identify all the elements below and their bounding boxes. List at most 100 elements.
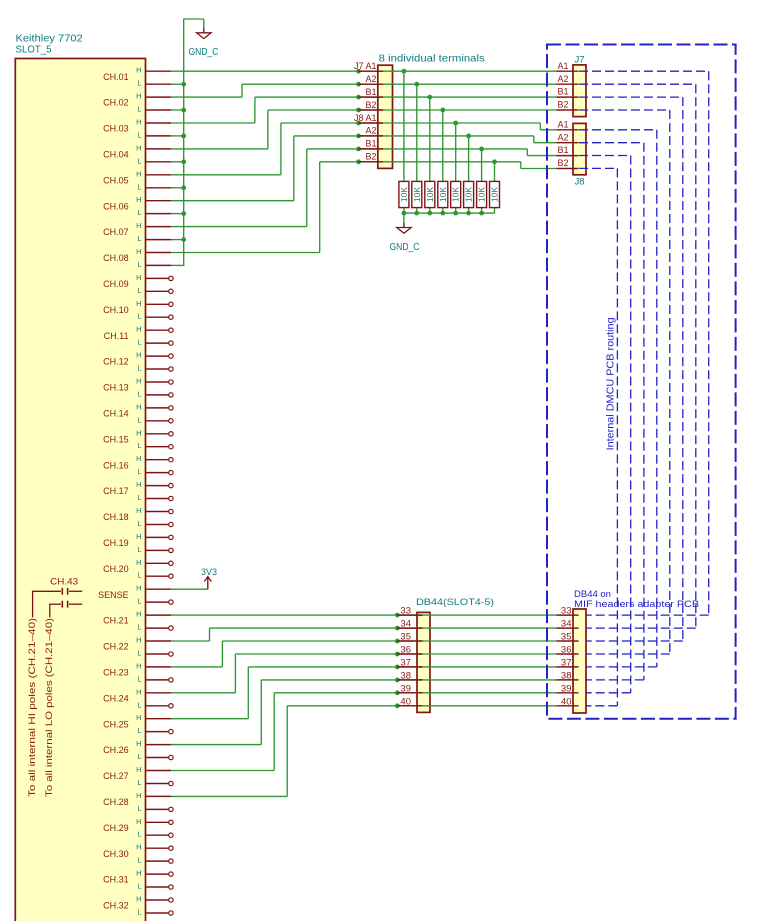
svg-text:L: L — [137, 182, 141, 191]
svg-text:H: H — [136, 402, 141, 411]
svg-text:L: L — [137, 441, 141, 450]
svg-text:B2: B2 — [365, 152, 376, 162]
svg-text:B2: B2 — [557, 100, 568, 110]
svg-text:CH.27: CH.27 — [103, 771, 129, 781]
svg-text:10K: 10K — [464, 187, 474, 202]
svg-text:H: H — [136, 895, 141, 904]
svg-text:SENSE: SENSE — [98, 590, 129, 600]
svg-text:J7: J7 — [575, 55, 585, 66]
svg-text:CH.43: CH.43 — [50, 577, 78, 587]
svg-text:CH.24: CH.24 — [103, 693, 129, 703]
svg-text:10K: 10K — [451, 187, 461, 202]
svg-text:L: L — [137, 415, 141, 424]
svg-text:L: L — [137, 364, 141, 373]
svg-text:L: L — [137, 389, 141, 398]
svg-text:B1: B1 — [557, 87, 568, 97]
svg-text:J7 A1: J7 A1 — [354, 61, 377, 71]
svg-text:H: H — [136, 299, 141, 308]
svg-text:L: L — [137, 312, 141, 321]
svg-text:36: 36 — [400, 645, 411, 656]
svg-text:H: H — [136, 428, 141, 437]
svg-text:38: 38 — [400, 670, 411, 681]
svg-text:40: 40 — [561, 696, 572, 707]
svg-text:40: 40 — [400, 696, 411, 707]
svg-text:B2: B2 — [365, 100, 376, 110]
svg-text:L: L — [137, 752, 141, 761]
svg-text:A2: A2 — [365, 126, 376, 136]
svg-text:Keithley 7702: Keithley 7702 — [16, 34, 84, 45]
svg-text:L: L — [137, 234, 141, 243]
svg-text:CH.30: CH.30 — [103, 849, 129, 859]
svg-text:MIF headers adapter PCB: MIF headers adapter PCB — [574, 599, 699, 610]
svg-text:CH.20: CH.20 — [103, 564, 129, 574]
svg-text:10K: 10K — [425, 187, 435, 202]
svg-text:CH.08: CH.08 — [103, 253, 129, 263]
svg-text:33: 33 — [561, 606, 572, 617]
svg-text:CH.05: CH.05 — [103, 175, 129, 185]
svg-text:CH.17: CH.17 — [103, 486, 129, 496]
svg-text:CH.06: CH.06 — [103, 201, 129, 211]
svg-text:CH.16: CH.16 — [103, 460, 129, 470]
svg-text:H: H — [136, 273, 141, 282]
svg-text:To all internal HI poles (CH.2: To all internal HI poles (CH.21–40) — [27, 618, 38, 797]
svg-text:H: H — [136, 506, 141, 515]
svg-text:DB44 on: DB44 on — [574, 589, 611, 600]
svg-text:34: 34 — [561, 619, 572, 630]
svg-text:CH.09: CH.09 — [103, 279, 129, 289]
svg-text:L: L — [137, 338, 141, 347]
svg-text:L: L — [137, 467, 141, 476]
svg-text:H: H — [136, 843, 141, 852]
svg-text:H: H — [136, 610, 141, 619]
svg-text:CH.21: CH.21 — [103, 616, 129, 626]
svg-text:H: H — [136, 739, 141, 748]
svg-text:H: H — [136, 247, 141, 256]
svg-text:H: H — [136, 377, 141, 386]
svg-text:CH.25: CH.25 — [103, 719, 129, 729]
svg-text:GND_C: GND_C — [189, 47, 219, 58]
svg-text:H: H — [136, 454, 141, 463]
svg-text:CH.11: CH.11 — [104, 331, 129, 341]
svg-text:37: 37 — [400, 657, 411, 668]
svg-text:J8 A1: J8 A1 — [354, 113, 377, 123]
svg-text:CH.31: CH.31 — [103, 875, 129, 885]
svg-text:L: L — [137, 493, 141, 502]
svg-text:L: L — [137, 830, 141, 839]
svg-text:34: 34 — [400, 619, 411, 630]
svg-text:L: L — [137, 571, 141, 580]
svg-text:39: 39 — [400, 683, 411, 694]
svg-text:H: H — [136, 66, 141, 75]
svg-text:CH.14: CH.14 — [103, 409, 129, 419]
svg-text:H: H — [136, 195, 141, 204]
svg-text:L: L — [137, 674, 141, 683]
svg-text:H: H — [136, 92, 141, 101]
svg-text:DB44(SLOT4-5): DB44(SLOT4-5) — [416, 597, 494, 608]
svg-text:A2: A2 — [557, 74, 568, 84]
svg-text:A1: A1 — [557, 119, 568, 129]
svg-text:B1: B1 — [365, 139, 376, 149]
svg-text:10K: 10K — [477, 187, 487, 202]
svg-text:H: H — [136, 713, 141, 722]
svg-text:H: H — [136, 169, 141, 178]
svg-text:35: 35 — [561, 632, 572, 643]
svg-text:H: H — [136, 558, 141, 567]
svg-text:A2: A2 — [365, 74, 376, 84]
svg-text:L: L — [137, 545, 141, 554]
svg-text:CH.04: CH.04 — [103, 150, 129, 160]
svg-text:39: 39 — [561, 683, 572, 694]
svg-text:33: 33 — [400, 606, 411, 617]
svg-text:CH.12: CH.12 — [103, 357, 129, 367]
svg-text:L: L — [137, 79, 141, 88]
svg-text:10K: 10K — [490, 187, 500, 202]
svg-text:CH.13: CH.13 — [103, 383, 129, 393]
svg-text:CH.28: CH.28 — [103, 797, 129, 807]
svg-text:H: H — [136, 532, 141, 541]
svg-text:L: L — [137, 778, 141, 787]
svg-text:CH.10: CH.10 — [103, 305, 129, 315]
svg-text:38: 38 — [561, 670, 572, 681]
svg-text:B2: B2 — [557, 158, 568, 168]
svg-text:L: L — [137, 105, 141, 114]
svg-text:H: H — [136, 351, 141, 360]
svg-text:L: L — [137, 623, 141, 632]
svg-text:A2: A2 — [557, 132, 568, 142]
svg-text:Internal DMCU PCB routing: Internal DMCU PCB routing — [606, 317, 617, 450]
